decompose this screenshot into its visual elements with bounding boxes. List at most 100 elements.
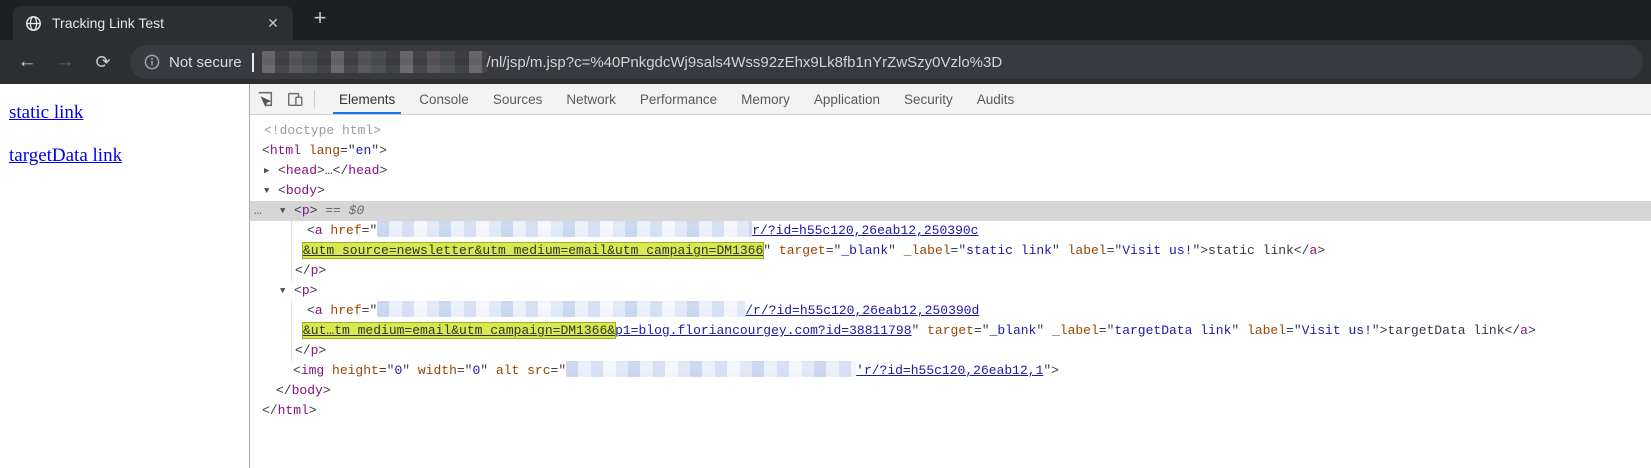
devtools-tab-network[interactable]: Network (566, 91, 616, 107)
address-bar[interactable]: Not secure /nl/jsp/m.jsp?c=%40PnkgdcWj9s… (130, 45, 1643, 79)
token-attr: target (778, 243, 826, 258)
token-punct: "> (371, 143, 387, 158)
token-punct: < (307, 223, 315, 238)
devtools-tabs: Elements Console Sources Network Performance… (327, 84, 1026, 114)
token-attr: _label (1051, 323, 1099, 338)
inspect-element-icon[interactable] (250, 84, 280, 114)
token-tag: p (301, 283, 310, 298)
device-toolbar-icon[interactable] (280, 84, 310, 114)
token-attr: target (927, 323, 974, 338)
devtools-tab-application[interactable]: Application (813, 91, 880, 107)
row-overflow-menu-icon[interactable]: … (254, 203, 263, 218)
new-tab-button[interactable]: + (313, 5, 327, 30)
redacted-blur (566, 361, 857, 377)
token-link[interactable]: r/?id=h55c120,26eab12,250390c (752, 223, 979, 238)
token-text: … (324, 163, 333, 178)
devtools-tab-audits[interactable]: Audits (976, 91, 1015, 107)
token-punct: > (309, 203, 318, 218)
dom-tree-line[interactable]: <img height="0" width="0" alt src="'r/?i… (250, 361, 1651, 381)
info-icon[interactable] (144, 54, 160, 70)
indent-guide (291, 301, 292, 361)
token-tag: head (285, 163, 318, 178)
token-tag: html (277, 403, 309, 418)
dom-tree-line[interactable]: <html lang="en"> (250, 141, 1651, 161)
dom-tree-line[interactable]: </p> (250, 341, 1651, 361)
browser-toolbar: ← → ⟳ Not secure /nl/jsp/m.jsp?c=%40Pnkg… (0, 40, 1651, 84)
token-punct: > (322, 383, 331, 398)
devtools-tab-security[interactable]: Security (903, 91, 953, 107)
token-val: static link (966, 243, 1052, 258)
token-link[interactable]: p1=blog.floriancourgey.com?id=38811798 (615, 323, 912, 338)
token-punct: < (293, 363, 301, 378)
dom-tree-line[interactable]: &ut…tm_medium=email&utm_campaign=DM1366&… (250, 321, 1651, 341)
dom-tree-line[interactable]: </body> (250, 381, 1651, 401)
token-attr: height (324, 363, 379, 378)
token-val: en (355, 143, 372, 158)
expand-arrow-icon[interactable]: ▶ (264, 166, 270, 176)
token-punct: < (278, 183, 286, 198)
expand-arrow-icon[interactable]: ▼ (280, 206, 286, 216)
dom-tree-line[interactable]: ▶<head>…</head> (250, 161, 1651, 181)
dom-tree-line[interactable]: </html> (250, 401, 1651, 421)
devtools-tab-elements[interactable]: Elements (327, 84, 407, 114)
expand-arrow-icon[interactable]: ▼ (280, 286, 286, 296)
token-attr: lang (301, 143, 341, 158)
token-punct: > (317, 183, 325, 198)
token-punct: </ (262, 403, 278, 418)
token-val: Visit us! (1122, 243, 1193, 258)
token-attr: width (417, 363, 457, 378)
devtools-tab-memory[interactable]: Memory (741, 91, 790, 107)
tab-title: Tracking Link Test (52, 15, 165, 31)
token-punct: " (480, 363, 496, 378)
page-viewport: static link targetData link (0, 84, 249, 468)
page-link-static-link[interactable]: static link (9, 102, 84, 123)
dom-tree: <!doctype html><html lang="en">▶<head>…<… (250, 115, 1651, 468)
token-attr: src (519, 363, 551, 378)
token-punct: =" (361, 303, 378, 318)
token-punct: </ (295, 343, 311, 358)
token-link[interactable]: /r/?id=h55c120,26eab12,250390d (745, 303, 980, 318)
devtools-tab-sources[interactable]: Sources (492, 91, 543, 107)
forward-button: → (55, 51, 75, 72)
dom-tree-line-selected[interactable]: …▼<p> == $0 (250, 201, 1651, 221)
token-punct: > (318, 343, 327, 358)
token-punct: =" (378, 363, 395, 378)
token-punct: =" (1098, 323, 1115, 338)
token-punct: </ (1504, 323, 1521, 338)
url-text[interactable]: /nl/jsp/m.jsp?c=%40PnkgdcWj9sals4Wss92zE… (486, 53, 1003, 71)
token-punct: < (278, 163, 286, 178)
token-punct: " (888, 243, 904, 258)
token-punct: =" (973, 323, 990, 338)
content-area: static link targetData link (0, 84, 1651, 468)
reload-button[interactable]: ⟳ (95, 52, 111, 72)
dom-tree-line[interactable]: </p> (250, 261, 1651, 281)
dom-tree-line[interactable]: <!doctype html> (250, 121, 1651, 141)
token-punct: =" (1286, 323, 1302, 338)
dom-tree-line[interactable]: ▼<p> (250, 281, 1651, 301)
token-link[interactable]: 'r/?id=h55c120,26eab12,1 (856, 363, 1044, 378)
token-tag: img (300, 363, 325, 378)
token-punct: =" (456, 363, 473, 378)
tab-close-icon[interactable]: ✕ (267, 15, 279, 31)
browser-tab[interactable]: Tracking Link Test ✕ (13, 6, 293, 40)
not-secure-label[interactable]: Not secure (169, 53, 242, 71)
tab-strip: Tracking Link Test ✕ + (0, 0, 1651, 40)
devtools-tab-performance[interactable]: Performance (639, 91, 718, 107)
dom-tree-line[interactable]: <a href="/r/?id=h55c120,26eab12,250390d (250, 301, 1651, 321)
page-link-targetdata-link[interactable]: targetData link (9, 145, 123, 166)
devtools-tab-console[interactable]: Console (419, 91, 469, 107)
search-match-highlight: &ut…tm_medium=email&utm_campaign=DM1366& (301, 322, 617, 339)
token-tag: body (285, 183, 318, 198)
token-punct: < (294, 203, 302, 218)
dom-tree-line[interactable]: ▼ <body> (250, 181, 1651, 201)
token-eq0: == $0 (317, 203, 365, 218)
indent-guide (291, 221, 292, 281)
dom-tree-line[interactable]: <a href="r/?id=h55c120,26eab12,250390c (250, 221, 1651, 241)
token-punct: </ (332, 163, 349, 178)
token-attr: label (1247, 323, 1287, 338)
expand-arrow-icon[interactable]: ▼ (264, 186, 270, 196)
token-tag: a (314, 303, 323, 318)
back-button[interactable]: ← (17, 51, 37, 72)
token-punct: < (307, 303, 315, 318)
dom-tree-line[interactable]: &utm_source=newsletter&utm_medium=email&… (250, 241, 1651, 261)
